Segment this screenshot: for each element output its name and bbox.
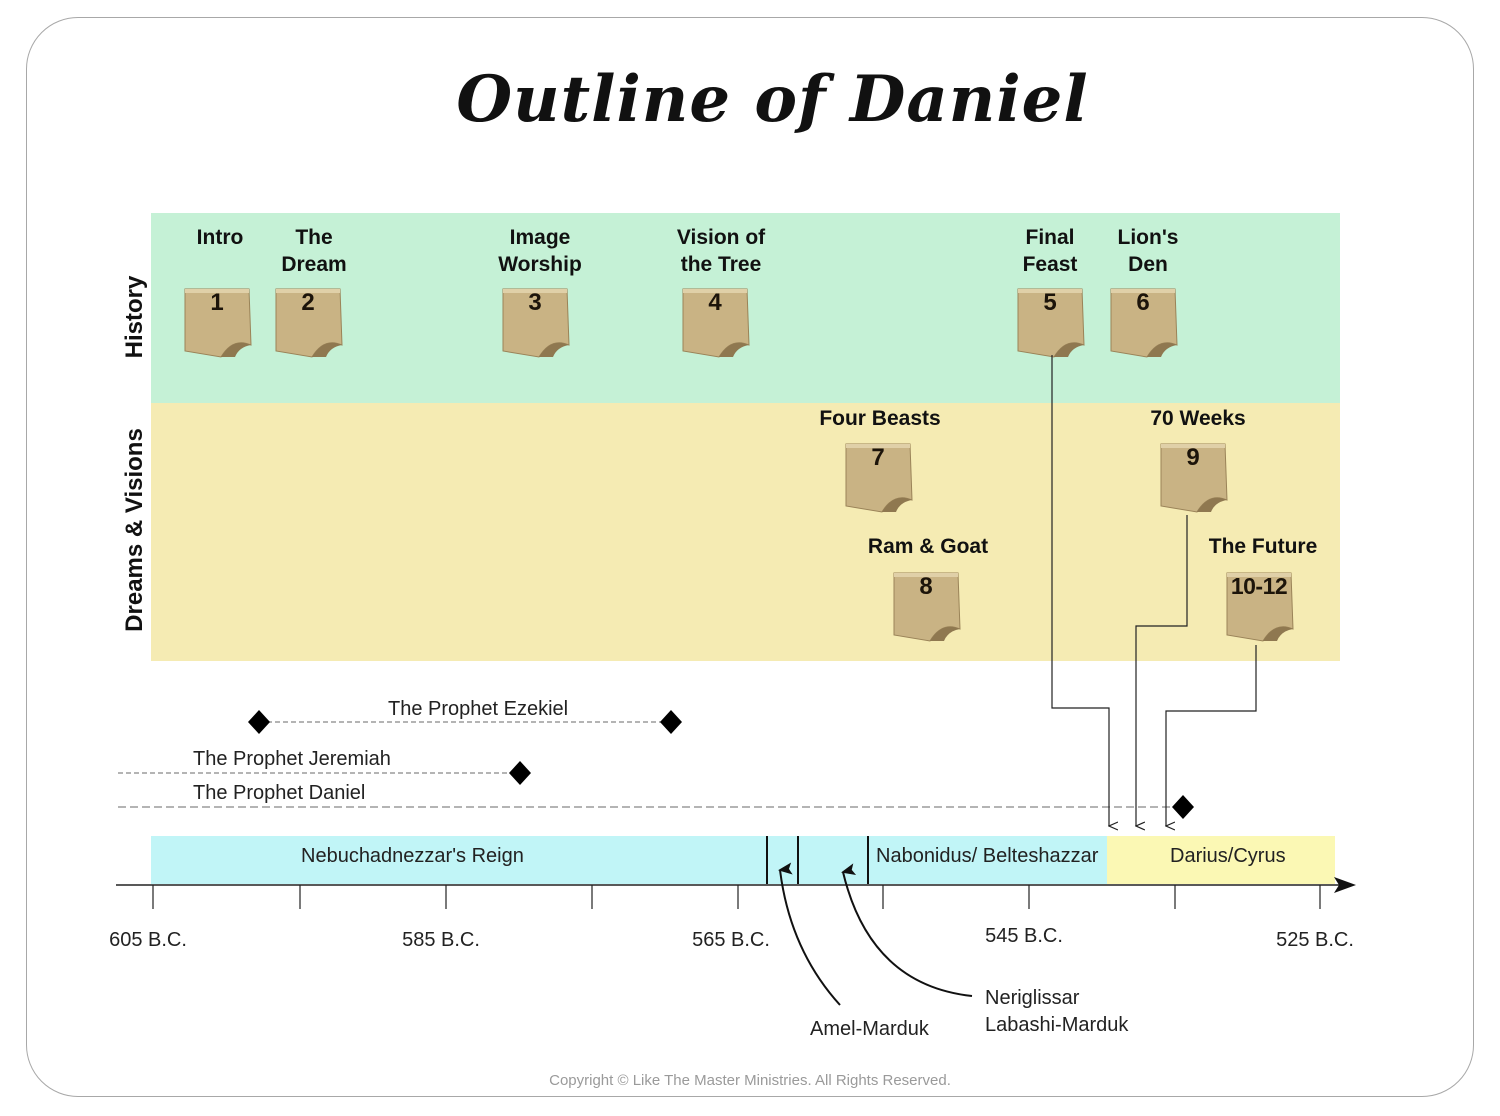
scroll-number: 7 (871, 444, 885, 471)
scroll-chapter-1: 1 (181, 287, 253, 359)
parchment-scroll-icon (502, 288, 570, 358)
chapter-3-title: Image Worship (498, 226, 582, 276)
prophet-jeremiah-label: The Prophet Jeremiah (193, 748, 391, 770)
diamond-marker-icon (1172, 795, 1194, 819)
annotation-amel-marduk: Amel-Marduk (810, 1018, 929, 1040)
prophet-ezekiel-label: The Prophet Ezekiel (388, 698, 569, 720)
chapter-7-title: Four Beasts (819, 407, 941, 430)
scroll-chapter-8: 8 (890, 571, 962, 643)
scroll-number: 5 (1043, 289, 1057, 316)
parchment-scroll-icon (893, 572, 961, 642)
scroll-number: 1 (210, 289, 224, 316)
parchment-scroll-icon (1160, 443, 1228, 513)
connector-chapter-5 (1051, 355, 1109, 826)
year-label: 585 B.C. (402, 929, 480, 951)
chapter-1-title: Intro (196, 226, 244, 249)
scroll-number: 4 (708, 289, 722, 316)
babylonian-reign-bar (151, 836, 1107, 884)
year-label: 525 B.C. (1276, 929, 1354, 951)
chapter-6-title: Lion's Den (1117, 226, 1179, 276)
year-label: 565 B.C. (692, 929, 770, 951)
annotation-neriglissar: Neriglissar (985, 987, 1080, 1009)
parchment-scroll-icon (1017, 288, 1085, 358)
chapter-4-title: Vision of the Tree (676, 226, 766, 276)
chapter-8-title: Ram & Goat (867, 535, 989, 558)
reign-label-nebuchadnezzar: Nebuchadnezzar's Reign (301, 845, 524, 867)
prophet-daniel-label: The Prophet Daniel (193, 782, 366, 804)
scroll-chapter-7: 7 (842, 442, 914, 514)
arrowhead-icon (1334, 877, 1356, 893)
scroll-number: 8 (919, 573, 933, 600)
chapter-10-12-title: The Future (1208, 535, 1318, 558)
chapter-9-title: 70 Weeks (1150, 407, 1246, 430)
scroll-number: 6 (1136, 289, 1150, 316)
connector-chapter-9 (1136, 515, 1188, 826)
diamond-marker-icon (509, 761, 531, 785)
scroll-chapter-2: 2 (272, 287, 344, 359)
scroll-number: 10-12 (1230, 573, 1288, 599)
scroll-number: 2 (301, 289, 315, 316)
scroll-number: 3 (528, 289, 542, 316)
year-label: 605 B.C. (109, 929, 187, 951)
scroll-chapter-4: 4 (679, 287, 751, 359)
reign-label-darius-cyrus: Darius/Cyrus (1170, 845, 1286, 867)
copyright-notice: Copyright © Like The Master Ministries. … (549, 1072, 951, 1089)
parchment-scroll-icon (184, 288, 252, 358)
diamond-marker-icon (248, 710, 270, 734)
year-label: 545 B.C. (985, 925, 1063, 947)
amel-marduk-pointer (778, 862, 841, 1006)
scroll-chapter-9: 9 (1157, 442, 1229, 514)
scroll-chapter-10-12: 10-12 (1223, 571, 1295, 643)
parchment-scroll-icon (682, 288, 750, 358)
annotation-labashi-marduk: Labashi-Marduk (985, 1014, 1129, 1036)
parchment-scroll-icon (1110, 288, 1178, 358)
dreams-visions-band (151, 403, 1340, 661)
parchment-scroll-icon (845, 443, 913, 513)
scroll-chapter-3: 3 (499, 287, 571, 359)
chapter-5-title: Final Feast (1022, 226, 1078, 276)
diamond-marker-icon (660, 710, 682, 734)
neriglissar-pointer (841, 863, 973, 997)
scroll-chapter-5: 5 (1014, 287, 1086, 359)
parchment-scroll-icon (275, 288, 343, 358)
darius-cyrus-bar (1107, 836, 1335, 884)
scroll-number: 9 (1186, 444, 1200, 471)
page-title: Outline of Daniel (456, 62, 1089, 137)
chapter-2-title: The Dream (281, 226, 347, 276)
parchment-scroll-icon (1226, 572, 1294, 642)
scroll-chapter-6: 6 (1107, 287, 1179, 359)
reign-label-nabonidus: Nabonidus/ Belteshazzar (876, 845, 1099, 867)
connector-chapter-10-12 (1166, 645, 1257, 826)
